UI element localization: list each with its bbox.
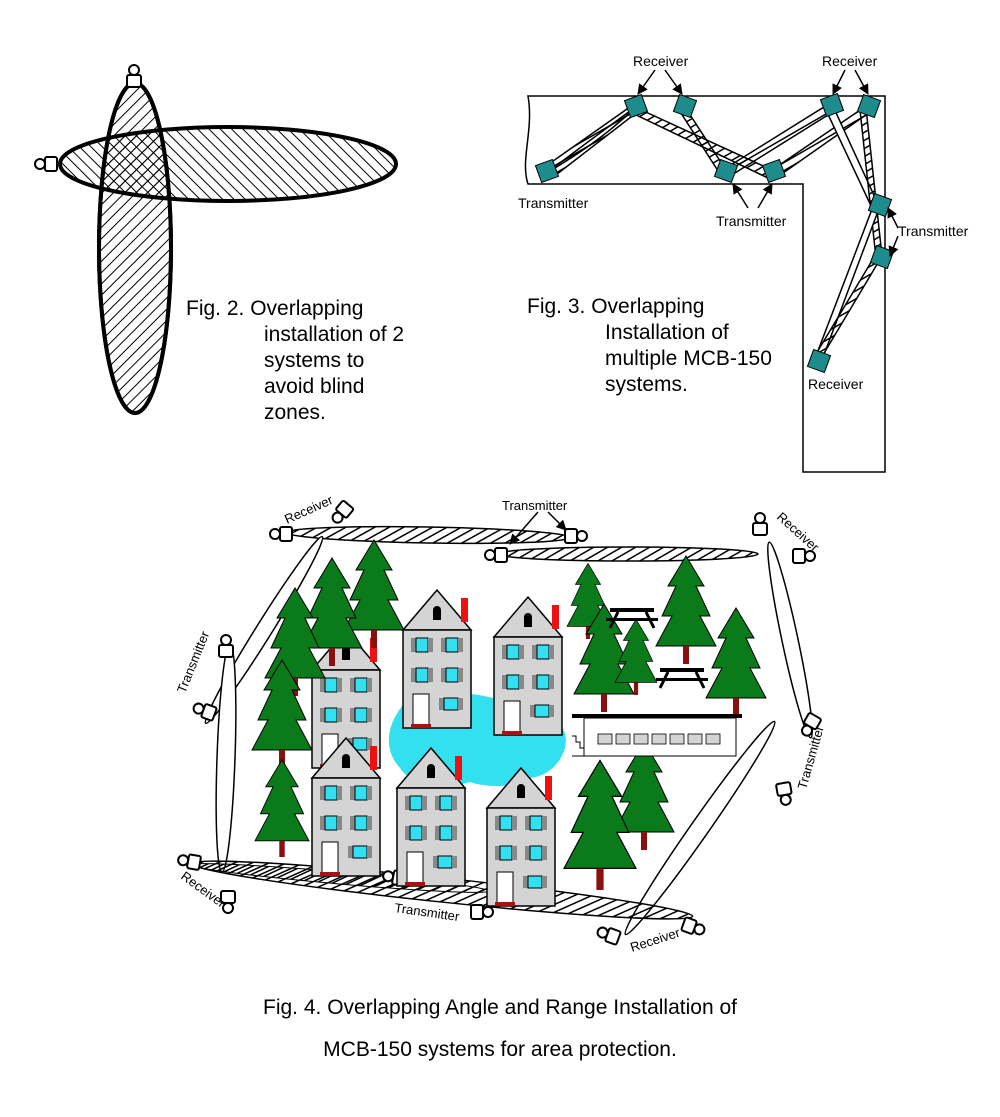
fig3-sensor-icon [713,158,739,184]
fig3-caption-line: multiple MCB-150 [605,347,772,370]
fig4-caption-line-1: Fig. 4. Overlapping Angle and Range Inst… [263,996,737,1019]
fig4-sensor-icon [774,780,795,807]
fig4-arrows [509,511,567,545]
fig3-wall-outline [524,95,886,473]
fig4-sensor-icon [470,904,494,920]
fig3-sensor-icon [869,244,895,270]
fig3-arrows [637,69,899,257]
fig3-label-transmitter-right: Transmitter [898,223,969,239]
fig3-sensor-icon [623,93,649,119]
fig2-sensor-top-icon [126,64,142,88]
fig3-diagram: Receiver Receiver Transmitter Transmitte… [518,53,969,473]
fig4-sensor-icon [752,512,768,536]
fig3-label-transmitter-middle: Transmitter [716,213,787,229]
tree-icon [655,555,717,665]
fig3-caption: Fig. 3. Overlapping Installation of mult… [527,294,772,398]
fig4-sensor-icon [218,634,234,658]
house-icon [402,589,472,729]
fig3-sensors [534,92,895,374]
fig3-sensor-icon [672,93,698,119]
fig3-caption-line: Installation of [605,321,729,344]
fig3-sensor-icon [761,158,787,184]
fig4-diagram: Receiver Transmitter Receiver Transmitte… [174,492,827,955]
fig4-sensor-icon [564,528,588,544]
fig3-sensor-icon [819,92,845,118]
fig4-caption-line-2: MCB-150 systems for area protection. [323,1038,677,1061]
fig4-label-transmitter-top: Transmitter [502,498,568,513]
fig2-caption-line: zones. [264,401,326,424]
fig4-label-receiver-top-left: Receiver [282,492,336,527]
house-icon [493,596,563,736]
tree-icon [613,741,675,851]
picnic-table-icon [654,666,710,690]
fig4-label-transmitter-right: Transmitter [794,723,827,790]
fig3-sensor-icon [534,158,560,184]
fig2-caption-line: Fig. 2. Overlapping [186,297,364,320]
fig2-caption-line: avoid blind [264,375,365,398]
fig3-label-receiver-bottom: Receiver [808,376,864,392]
fig4-sensor-icon [680,916,708,939]
tree-icon [254,759,310,858]
fig4-long-building [572,714,742,757]
fig4-beams [190,525,813,936]
fig3-sensor-icon [856,93,882,119]
fig2-diagram [34,64,398,415]
fig4-sensor-icon [594,923,622,946]
fig4-sensor-icon [269,526,293,542]
house-icon [486,767,556,907]
fig4-sensor-icon [176,851,203,872]
fig2-caption: Fig. 2. Overlapping installation of 2 sy… [186,296,404,426]
fig4-label-receiver-bottom-right: Receiver [628,925,682,955]
fig4-sensor-icon [484,547,508,563]
fig3-label-receiver-top-right: Receiver [822,53,878,69]
fig4-label-transmitter-left: Transmitter [174,628,213,695]
fig4-label-receiver-bottom-left: Receiver [178,868,229,911]
fig2-caption-line: systems to [264,349,365,372]
fig3-sensor-icon [806,348,832,374]
fig3-caption-line: systems. [605,373,688,396]
tree-icon [563,759,637,891]
tree-icon [705,607,767,717]
fig2-caption-line: installation of 2 [264,323,405,346]
fig3-label-receiver-top-left: Receiver [633,53,689,69]
fig2-sensor-left-icon [34,156,58,172]
fig3-caption-line: Fig. 3. Overlapping [527,295,705,318]
fig3-label-transmitter-left: Transmitter [518,195,589,211]
